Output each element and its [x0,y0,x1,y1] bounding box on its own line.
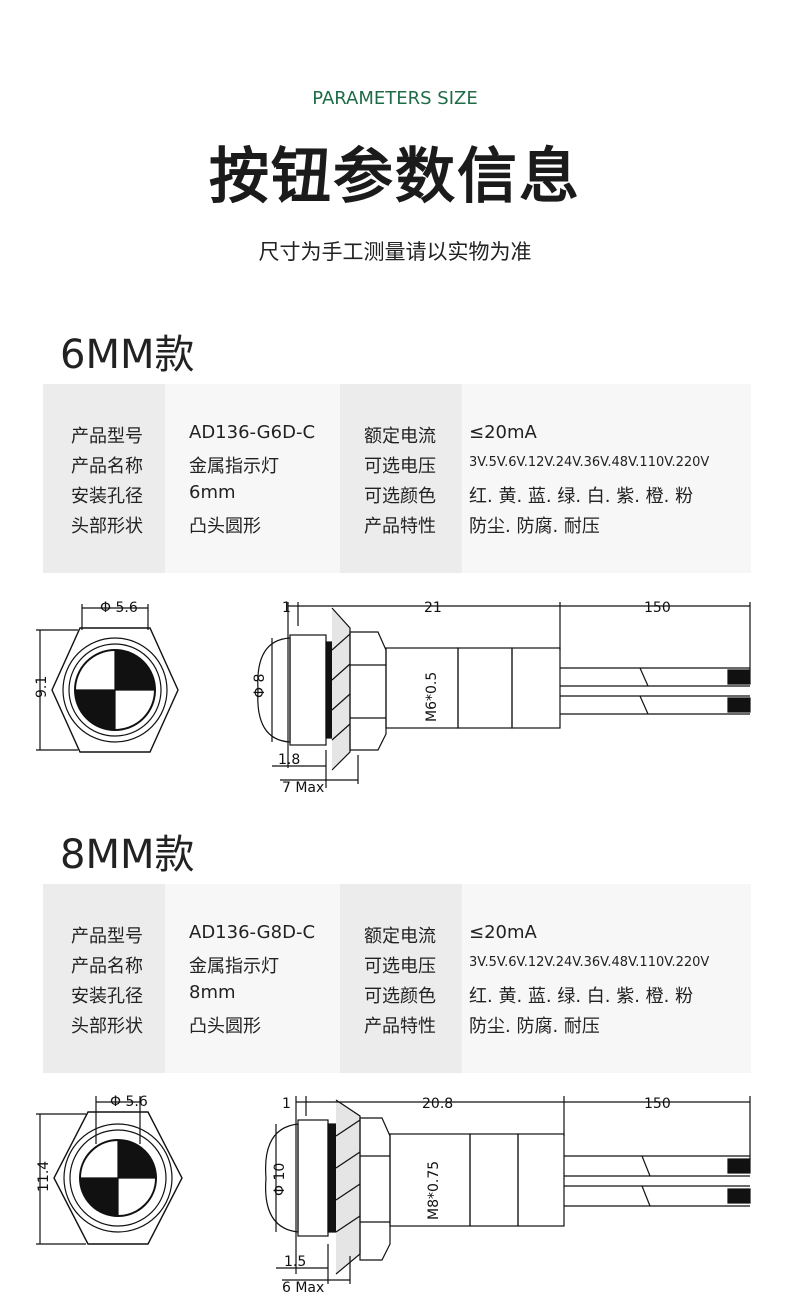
dim-thread: M8*0.75 [426,1161,442,1220]
technical-drawing-8mm: Φ 5.6 11.4 [0,1084,790,1304]
spec-value: 防尘. 防腐. 耐压 [469,516,600,537]
spec-row: 头部形状 凸头圆形 产品特性 防尘. 防腐. 耐压 [43,512,751,542]
header-cn-title: 按钮参数信息 [209,142,581,212]
spec-key: 头部形状 [71,516,143,537]
spec-value: 6mm [189,482,236,503]
dim-flange: 1.5 [284,1254,306,1270]
header-en-title: PARAMETERS SIZE [312,88,478,109]
dim-thread: M6*0.5 [424,672,440,722]
spec-row: 安装孔径 8mm 可选颜色 红. 黄. 蓝. 绿. 白. 紫. 橙. 粉 [43,982,751,1012]
spec-panel-6mm: 产品型号 AD136-G6D-C 额定电流 ≤20mA 产品名称 金属指示灯 可… [43,384,751,573]
spec-value: AD136-G6D-C [189,422,316,443]
front-view [36,604,179,753]
section-title-6mm: 6MM款 [60,332,195,378]
spec-key: 产品型号 [71,926,143,947]
dim-front-dia: Φ 5.6 [100,600,138,616]
spec-key: 产品特性 [364,1016,436,1037]
spec-key: 产品特性 [364,516,436,537]
spec-key: 可选颜色 [364,486,436,507]
spec-panel-8mm: 产品型号 AD136-G8D-C 额定电流 ≤20mA 产品名称 金属指示灯 可… [43,884,751,1073]
spec-value: 金属指示灯 [189,956,279,977]
spec-row: 产品名称 金属指示灯 可选电压 3V.5V.6V.12V.24V.36V.48V… [43,952,751,982]
spec-value: 金属指示灯 [189,456,279,477]
spec-key: 可选颜色 [364,986,436,1007]
spec-row: 产品名称 金属指示灯 可选电压 3V.5V.6V.12V.24V.36V.48V… [43,452,751,482]
spec-value: 红. 黄. 蓝. 绿. 白. 紫. 橙. 粉 [469,986,694,1007]
spec-key: 额定电流 [364,426,436,447]
dim-wire-len: 150 [644,1096,671,1112]
dim-wire-len: 150 [644,600,671,616]
spec-key: 安装孔径 [71,986,143,1007]
front-view [36,1096,183,1245]
spec-value: AD136-G8D-C [189,922,316,943]
header-subtitle: 尺寸为手工测量请以实物为准 [258,240,532,264]
spec-value: ≤20mA [469,422,537,443]
spec-value: 防尘. 防腐. 耐压 [469,1016,600,1037]
spec-value: 3V.5V.6V.12V.24V.36V.48V.110V.220V [469,455,710,470]
dim-hex: 9.1 [34,676,50,698]
dim-head-gap: 1 [282,1096,291,1112]
spec-value: ≤20mA [469,922,537,943]
dim-max: 7 Max [282,780,324,796]
section-title-8mm: 8MM款 [60,832,195,878]
spec-key: 安装孔径 [71,486,143,507]
spec-row: 头部形状 凸头圆形 产品特性 防尘. 防腐. 耐压 [43,1012,751,1042]
technical-drawing-6mm: Φ 5.6 9.1 [0,590,790,810]
dim-flange: 1.8 [278,752,300,768]
spec-value: 凸头圆形 [189,516,261,537]
dim-body-len: 21 [424,600,442,616]
dim-body-len: 20.8 [422,1096,453,1112]
spec-value: 凸头圆形 [189,1016,261,1037]
spec-row: 产品型号 AD136-G6D-C 额定电流 ≤20mA [43,422,751,452]
spec-row: 安装孔径 6mm 可选颜色 红. 黄. 蓝. 绿. 白. 紫. 橙. 粉 [43,482,751,512]
spec-key: 头部形状 [71,1016,143,1037]
dim-max: 6 Max [282,1280,324,1296]
spec-value: 3V.5V.6V.12V.24V.36V.48V.110V.220V [469,955,710,970]
side-view [265,1096,751,1284]
dim-head-dia: Φ 10 [272,1163,288,1196]
spec-key: 可选电压 [364,456,436,477]
spec-key: 产品名称 [71,456,143,477]
spec-value: 8mm [189,982,236,1003]
dim-hex: 11.4 [36,1161,52,1192]
spec-key: 可选电压 [364,956,436,977]
dim-head-gap: 1 [282,600,291,616]
spec-key: 产品名称 [71,956,143,977]
dim-head-dia: Φ 8 [252,674,268,698]
side-view [257,602,751,788]
spec-value: 红. 黄. 蓝. 绿. 白. 紫. 橙. 粉 [469,486,694,507]
spec-row: 产品型号 AD136-G8D-C 额定电流 ≤20mA [43,922,751,952]
spec-key: 产品型号 [71,426,143,447]
spec-key: 额定电流 [364,926,436,947]
dim-front-dia: Φ 5.6 [110,1094,148,1110]
